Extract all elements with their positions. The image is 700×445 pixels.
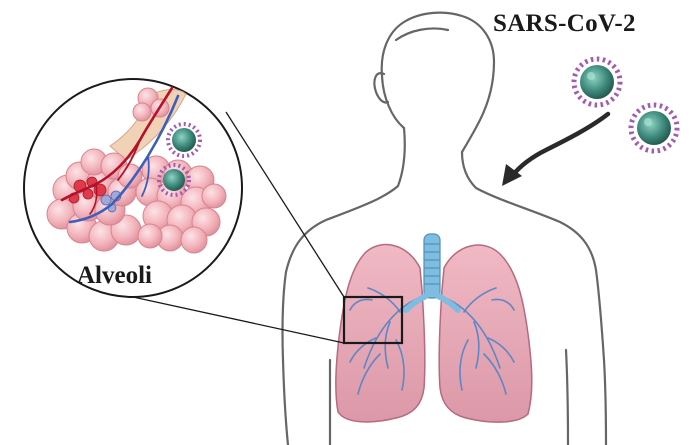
lungs [336, 234, 532, 422]
virus-particle-2 [631, 105, 677, 151]
infection-arrow [502, 114, 608, 186]
virus-label: SARS-CoV-2 [493, 10, 636, 38]
right-lung [439, 245, 532, 422]
alveoli-label: Alveoli [77, 262, 152, 290]
virus-particle-1 [574, 59, 620, 105]
